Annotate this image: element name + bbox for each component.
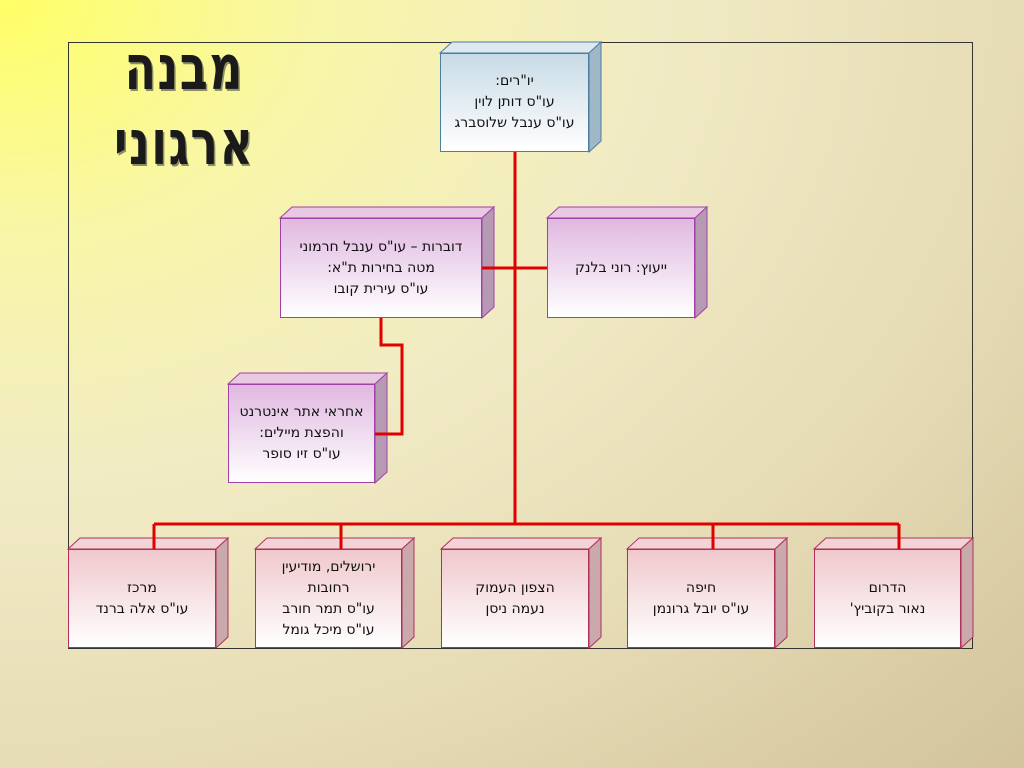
- node-text-line: ירושלים, מודיעין: [281, 558, 376, 575]
- advisor-node: ייעוץ: רוני בלנק: [547, 218, 695, 318]
- chair-node: יו"רים: עו"ס דותן לוין עו"ס ענבל שלוסברג: [440, 53, 589, 152]
- spokesperson-node: דוברות – עו"ס ענבל חרמוני מטה בחירות ת"א:…: [280, 218, 482, 318]
- page-title: מבנה ארגוני: [113, 31, 255, 179]
- node-text-line: הדרום: [868, 579, 907, 596]
- region-jerusalem-node: ירושלים, מודיעין רחובות עו"ס תמר חורב עו"ס …: [255, 549, 402, 648]
- node-text-line: עו"ס יובל גרונמן: [652, 600, 750, 617]
- node-text-line: עו"ס דותן לוין: [474, 94, 555, 110]
- node-text-line: עו"ס מיכל גומל: [282, 621, 375, 638]
- node-text-line: ייעוץ: רוני בלנק: [574, 259, 668, 276]
- node-text-line: עו"ס ענבל שלוסברג: [454, 115, 575, 131]
- node-text-line: דוברות – עו"ס ענבל חרמוני: [299, 238, 463, 255]
- region-south-node: הדרום נאור בקוביץ': [814, 549, 961, 648]
- node-text-line: רחובות: [307, 579, 350, 596]
- region-north-node: הצפון העמוק נעמה ניסן: [441, 549, 589, 648]
- node-text-line: והפצת מיילים:: [259, 425, 344, 441]
- node-text-line: נאור בקוביץ': [849, 600, 926, 617]
- node-text-line: אחראי אתר אינטרנט: [239, 404, 364, 420]
- box-depth-faces: [66, 40, 975, 650]
- region-center-node: מרכז עו"ס אלה ברנד: [68, 549, 216, 648]
- node-text-line: עו"ס אלה ברנד: [95, 600, 189, 617]
- node-text-line: יו"רים:: [495, 73, 534, 89]
- node-text-line: הצפון העמוק: [475, 579, 555, 596]
- node-text-line: נעמה ניסן: [485, 600, 545, 617]
- website-node: אחראי אתר אינטרנט והפצת מיילים: עו"ס זיו ס…: [228, 384, 375, 483]
- node-text-line: מרכז: [127, 579, 157, 596]
- node-text-line: חיפה: [685, 579, 717, 596]
- node-text-line: עו"ס זיו סופר: [262, 446, 341, 462]
- node-text-line: מטה בחירות ת"א:: [327, 259, 435, 276]
- node-text-line: עו"ס עירית קובו: [333, 280, 429, 297]
- region-haifa-node: חיפה עו"ס יובל גרונמן: [627, 549, 775, 648]
- node-text-line: עו"ס תמר חורב: [282, 600, 375, 617]
